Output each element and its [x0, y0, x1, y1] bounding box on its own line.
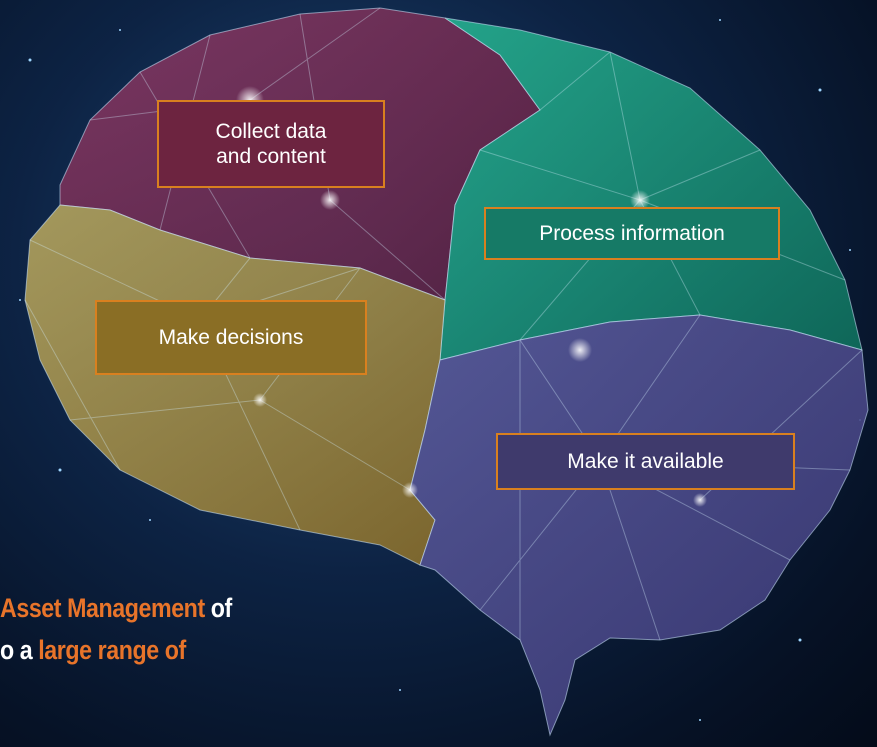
label-decisions-text: Make decisions [158, 326, 304, 349]
caption-highlight-asset-management: Asset Management [0, 593, 205, 623]
label-collect-line-1: Collect data [215, 120, 327, 143]
caption-line-1: Asset Management of [0, 593, 232, 624]
caption-line-2-pre: o a [0, 635, 39, 665]
label-make-decisions: Make decisions [95, 300, 367, 375]
caption-line-1-rest: of [204, 593, 232, 623]
caption-highlight-large-range: large range of [38, 635, 186, 665]
label-make-available: Make it available [496, 433, 795, 490]
label-collect-data: Collect data and content [157, 100, 385, 188]
label-process-information: Process information [484, 207, 780, 260]
label-process-text: Process information [539, 222, 725, 245]
caption-line-2: o a large range of [0, 635, 186, 666]
label-collect-line-2: and content [216, 145, 326, 168]
region-available [409, 314, 869, 737]
label-available-text: Make it available [567, 450, 724, 473]
